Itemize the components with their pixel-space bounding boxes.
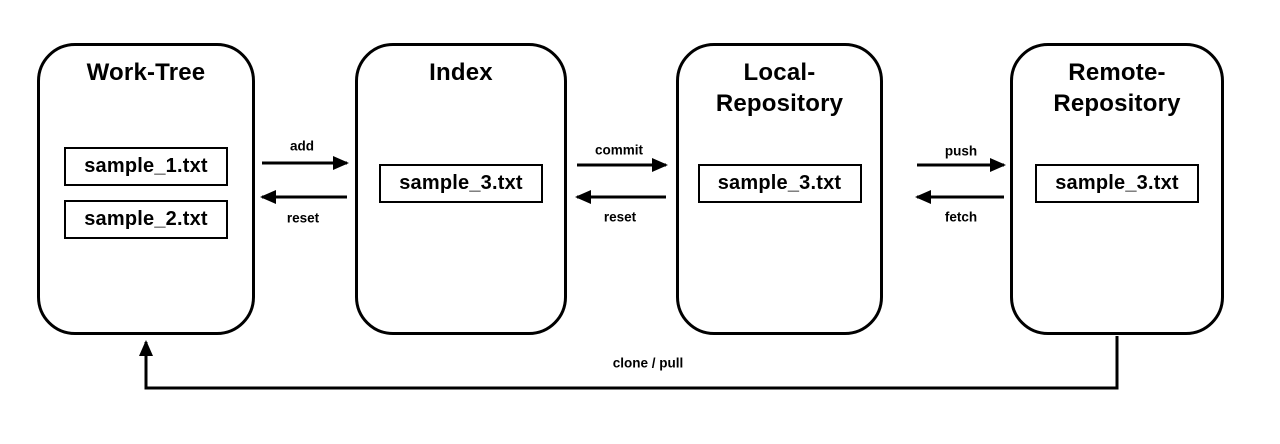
file-list: sample_3.txt xyxy=(679,164,880,203)
file-name: sample_3.txt xyxy=(1055,172,1179,194)
file-list: sample_3.txt xyxy=(1013,164,1221,203)
file-list: sample_3.txt xyxy=(358,164,564,203)
edge-label-push: push xyxy=(944,143,978,159)
edge-label-reset-2: reset xyxy=(603,209,637,225)
edge-label-fetch: fetch xyxy=(944,209,978,225)
file-name: sample_1.txt xyxy=(84,155,208,177)
node-work-tree: Work-Tree sample_1.txt sample_2.txt xyxy=(37,43,255,335)
file-box-sample-1: sample_1.txt xyxy=(64,147,228,186)
file-box-sample-3: sample_3.txt xyxy=(1035,164,1199,203)
file-list: sample_1.txt sample_2.txt xyxy=(40,147,252,239)
node-title-index: Index xyxy=(429,59,493,86)
file-name: sample_3.txt xyxy=(399,172,523,194)
node-index: Index sample_3.txt xyxy=(355,43,567,335)
file-name: sample_3.txt xyxy=(717,172,842,194)
node-title-local-repository: Local-Repository xyxy=(715,59,844,117)
edge-label-commit: commit xyxy=(594,142,644,158)
file-box-sample-2: sample_2.txt xyxy=(64,200,228,239)
node-title-remote-repository: Remote-Repository xyxy=(1053,59,1181,117)
file-name: sample_2.txt xyxy=(84,208,208,230)
edge-label-reset-1: reset xyxy=(286,210,320,226)
node-remote-repository: Remote-Repository sample_3.txt xyxy=(1010,43,1224,335)
file-box-sample-3: sample_3.txt xyxy=(379,164,543,203)
edge-label-add: add xyxy=(289,138,315,154)
node-title-work-tree: Work-Tree xyxy=(86,59,206,86)
file-box-sample-3: sample_3.txt xyxy=(697,164,862,203)
edge-label-clone-pull: clone / pull xyxy=(612,355,684,371)
node-local-repository: Local-Repository sample_3.txt xyxy=(676,43,883,335)
